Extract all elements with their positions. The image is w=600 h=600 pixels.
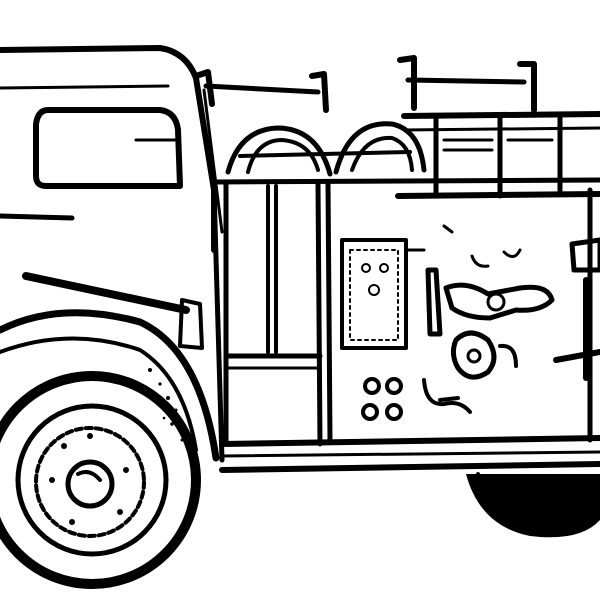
- cab-window: [33, 107, 183, 189]
- front-fender: [0, 309, 220, 462]
- pump-controls: [422, 224, 555, 414]
- hose-reels: [225, 121, 427, 177]
- front-wheel: [0, 371, 201, 589]
- top-railing: [193, 55, 537, 113]
- ladder: [395, 111, 600, 199]
- door-handle: [22, 272, 204, 350]
- rear-nozzle: [553, 237, 600, 381]
- outlet-ports: [361, 377, 403, 421]
- rear-wheel: [466, 472, 600, 538]
- gauge-panel: [340, 238, 426, 350]
- truck-body: [211, 177, 600, 473]
